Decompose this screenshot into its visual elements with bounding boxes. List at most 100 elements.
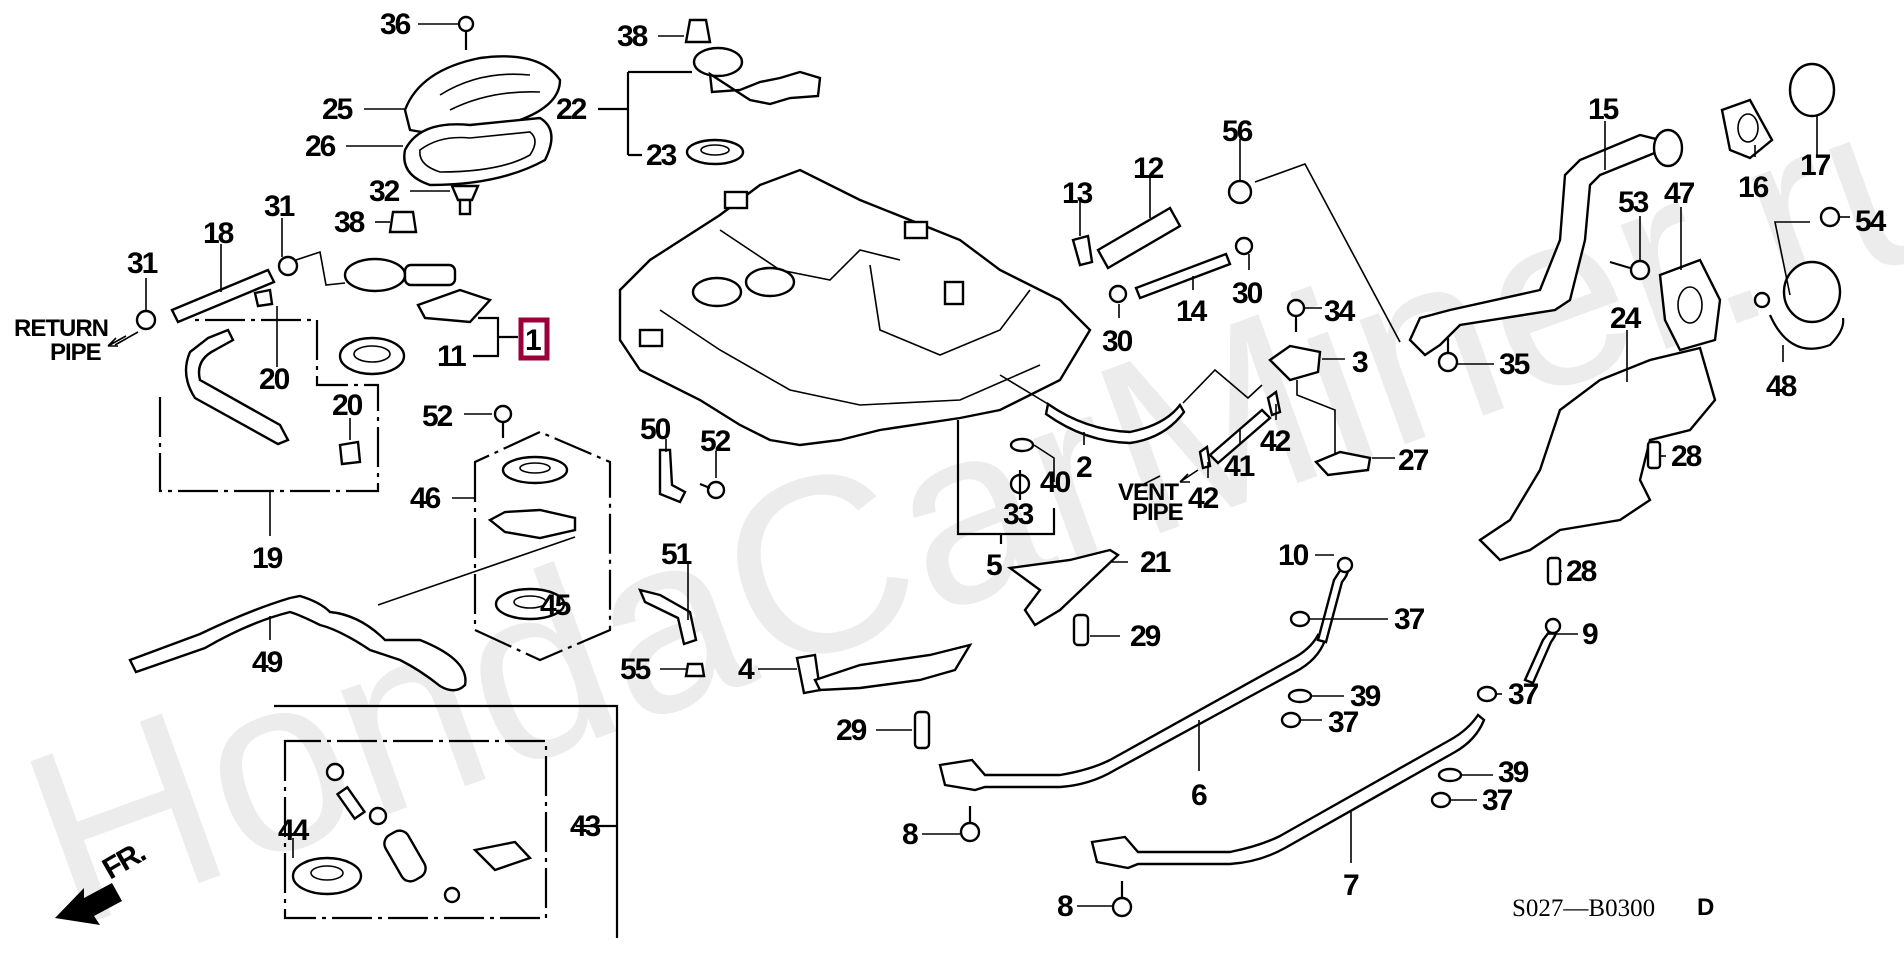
callout-49[interactable]: 49 — [252, 646, 285, 679]
callout-9[interactable]: 9 — [1582, 618, 1600, 651]
part-51-bracket[interactable] — [637, 588, 698, 646]
callout-50[interactable]: 50 — [640, 413, 673, 446]
part-46-retainer[interactable] — [487, 508, 577, 540]
part-15-filler-pipe[interactable] — [1408, 128, 1684, 357]
callout-8[interactable]: 8 — [1057, 890, 1075, 923]
part-39-washer-b[interactable] — [1437, 767, 1463, 783]
callout-43[interactable]: 43 — [570, 810, 603, 843]
callout-29[interactable]: 29 — [1130, 620, 1163, 653]
callout-39[interactable]: 39 — [1498, 756, 1531, 789]
callout-11[interactable]: 11 — [437, 340, 468, 373]
callout-44[interactable]: 44 — [278, 814, 312, 847]
callout-3[interactable]: 3 — [1352, 346, 1370, 379]
part-38-nut[interactable] — [388, 210, 418, 234]
part-28-clip-b[interactable] — [1546, 556, 1562, 586]
callout-4[interactable]: 4 — [738, 653, 757, 686]
part-12-filler-hose[interactable] — [1096, 206, 1182, 270]
part-30-clamp-b[interactable] — [1234, 236, 1254, 256]
part-34-bolt[interactable] — [1286, 298, 1306, 332]
callout-47[interactable]: 47 — [1664, 177, 1697, 210]
part-52-bolt[interactable] — [493, 404, 513, 438]
callout-31[interactable]: 31 — [264, 190, 297, 223]
part-28-clip-a[interactable] — [1646, 440, 1662, 470]
callout-40[interactable]: 40 — [1040, 466, 1073, 499]
part-9-bolt[interactable] — [1523, 617, 1562, 685]
callout-46[interactable]: 46 — [410, 482, 443, 515]
callout-56[interactable]: 56 — [1222, 115, 1255, 148]
callout-22[interactable]: 22 — [556, 93, 589, 126]
callout-37[interactable]: 37 — [1328, 706, 1361, 739]
callout-35[interactable]: 35 — [1499, 348, 1532, 381]
callout-8[interactable]: 8 — [902, 818, 920, 851]
callout-53[interactable]: 53 — [1618, 186, 1651, 219]
callout-14[interactable]: 14 — [1176, 295, 1210, 328]
callout-52[interactable]: 52 — [422, 400, 455, 433]
part-13-clip[interactable] — [1071, 234, 1094, 267]
callout-1-highlighted[interactable]: 1 — [525, 324, 543, 357]
part-38-nut-top[interactable] — [684, 18, 712, 44]
callout-10[interactable]: 10 — [1278, 539, 1311, 572]
part-45-seal[interactable] — [494, 587, 566, 621]
part-31-clamp-right[interactable] — [277, 255, 299, 277]
part-39-washer-a[interactable] — [1287, 688, 1313, 704]
callout-42[interactable]: 42 — [1260, 425, 1293, 458]
callout-55[interactable]: 55 — [620, 653, 653, 686]
callout-37[interactable]: 37 — [1508, 678, 1541, 711]
callout-51[interactable]: 51 — [661, 538, 694, 571]
callout-27[interactable]: 27 — [1398, 444, 1431, 477]
callout-36[interactable]: 36 — [380, 8, 413, 41]
part-7-tank-band[interactable] — [1090, 713, 1486, 870]
callout-21[interactable]: 21 — [1140, 546, 1173, 579]
callout-39[interactable]: 39 — [1350, 680, 1383, 713]
part-14-breather-hose[interactable] — [1134, 252, 1232, 300]
part-8-bolt-a[interactable] — [959, 806, 981, 843]
part-47-filler-base[interactable] — [1658, 258, 1722, 352]
part-11-fuel-pump-base[interactable] — [338, 336, 406, 376]
part-37-nut-a[interactable] — [1289, 610, 1311, 628]
part-49-hose[interactable] — [128, 594, 467, 692]
callout-23[interactable]: 23 — [646, 139, 679, 172]
callout-48[interactable]: 48 — [1766, 370, 1799, 403]
part-33-bolt[interactable] — [1009, 470, 1031, 500]
callout-32[interactable]: 32 — [369, 175, 402, 208]
part-1-fuel-pump-assembly[interactable] — [343, 257, 493, 324]
callout-25[interactable]: 25 — [322, 93, 355, 126]
part-42-clip-a[interactable] — [1266, 389, 1282, 417]
part-2-hose[interactable] — [1044, 401, 1186, 445]
callout-20[interactable]: 20 — [259, 363, 292, 396]
part-24-filler-shield[interactable] — [1478, 346, 1717, 562]
callout-52[interactable]: 52 — [700, 425, 733, 458]
part-3-valve[interactable] — [1268, 344, 1322, 382]
callout-16[interactable]: 16 — [1738, 171, 1771, 204]
callout-15[interactable]: 15 — [1588, 93, 1621, 126]
callout-42[interactable]: 42 — [1188, 482, 1221, 515]
part-23-packing[interactable] — [685, 138, 745, 166]
callout-7[interactable]: 7 — [1343, 869, 1361, 902]
part-54-clip[interactable] — [1819, 206, 1841, 228]
callout-41[interactable]: 41 — [1224, 450, 1257, 483]
part-17-plug[interactable] — [1788, 62, 1836, 118]
part-22-fuel-sender[interactable] — [692, 46, 822, 106]
callout-17[interactable]: 17 — [1800, 149, 1833, 182]
part-8-bolt-b[interactable] — [1111, 881, 1133, 918]
part-32-clip[interactable] — [450, 184, 480, 216]
callout-38[interactable]: 38 — [334, 206, 367, 239]
part-43-fuel-pump[interactable] — [325, 762, 533, 904]
part-29-clip-b[interactable] — [913, 710, 931, 750]
callout-54[interactable]: 54 — [1855, 205, 1889, 238]
callout-34[interactable]: 34 — [1324, 295, 1358, 328]
part-37-nut-b[interactable] — [1280, 711, 1302, 729]
part-4-bracket[interactable] — [795, 643, 973, 695]
part-50-bracket[interactable] — [658, 448, 687, 504]
part-26-gasket[interactable] — [403, 116, 553, 187]
part-31-clamp-left[interactable] — [135, 309, 157, 331]
part-6-tank-band[interactable] — [938, 633, 1327, 792]
callout-30[interactable]: 30 — [1232, 277, 1265, 310]
part-35-bolt[interactable] — [1437, 338, 1459, 373]
part-40-washer[interactable] — [1009, 437, 1035, 453]
callout-6[interactable]: 6 — [1191, 779, 1209, 812]
part-30-clamp-a[interactable] — [1108, 284, 1128, 304]
part-29-clip-a[interactable] — [1072, 613, 1090, 647]
callout-5[interactable]: 5 — [986, 549, 1004, 582]
callout-37[interactable]: 37 — [1482, 784, 1515, 817]
